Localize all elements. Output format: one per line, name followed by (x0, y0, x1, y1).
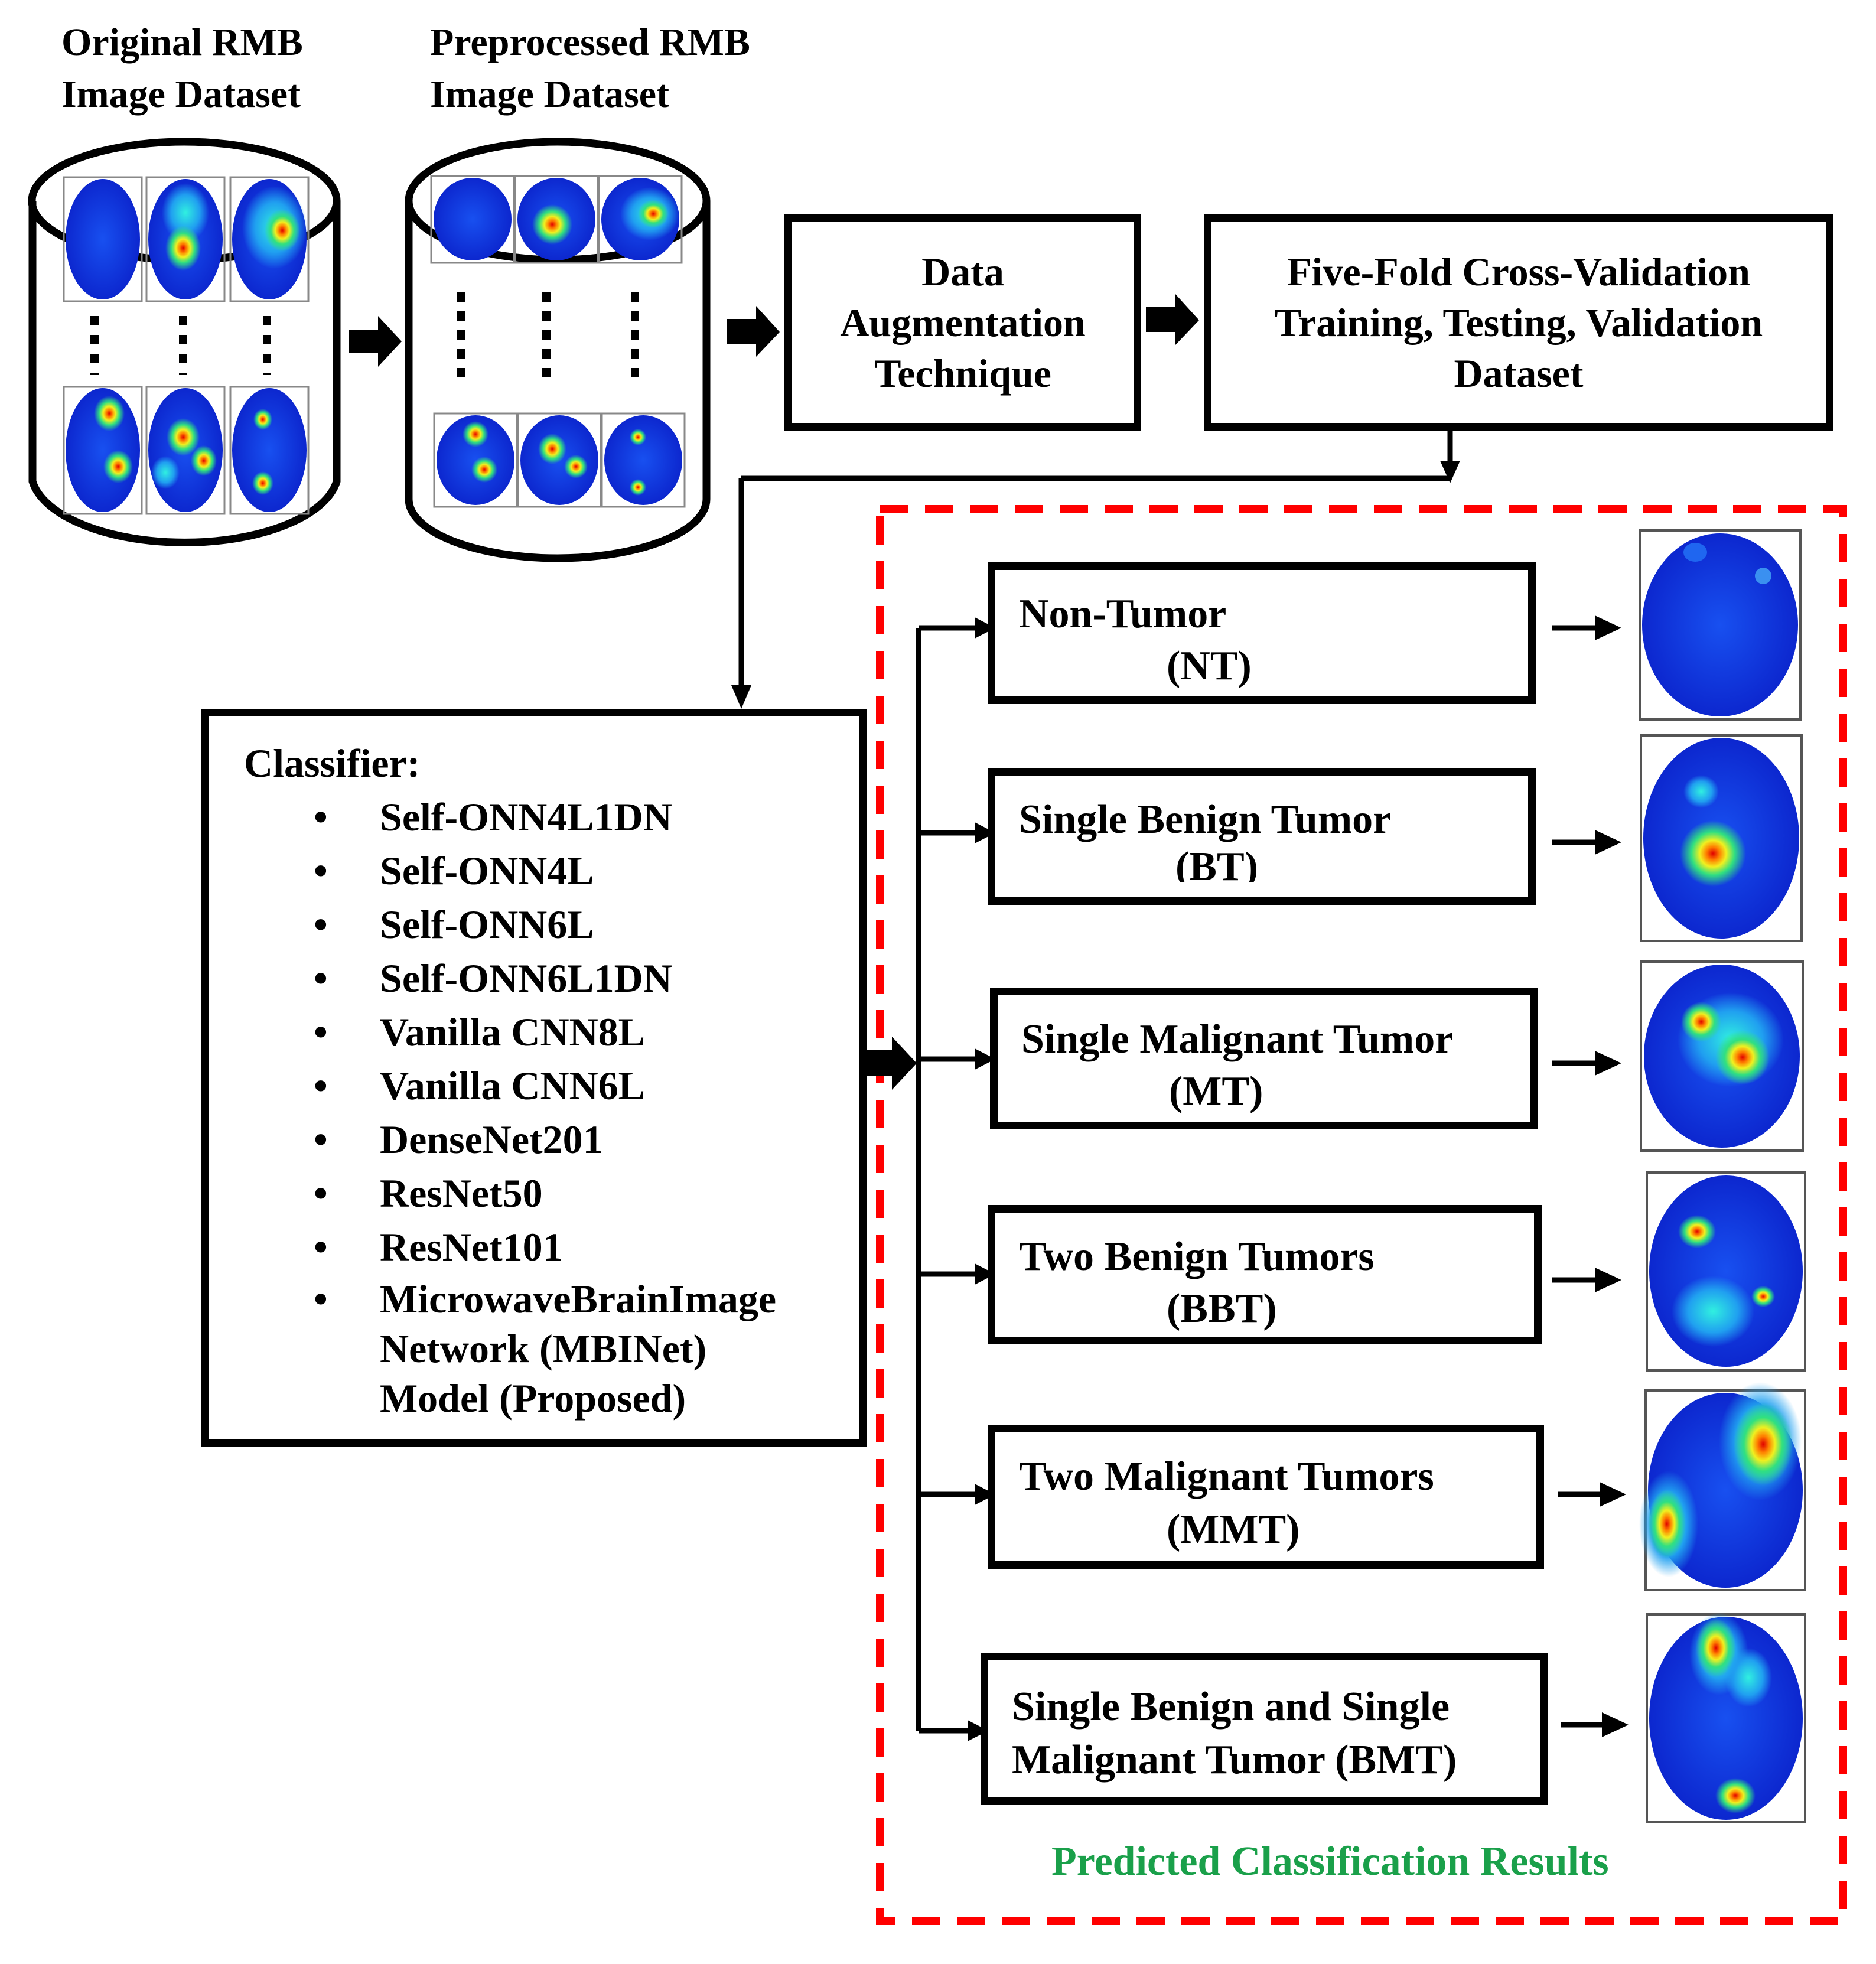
output-arrowheads (1595, 615, 1629, 1737)
class-nt-line1: Non-Tumor (1019, 591, 1227, 637)
result-image-bt (1640, 734, 1803, 942)
class-box-mt: Single Malignant Tumor (MT) (990, 988, 1538, 1129)
preprocessed-dataset-cylinder (405, 138, 711, 562)
original-dataset-title: Original RMB Image Dataset (61, 17, 303, 120)
output-arrows (1552, 625, 1608, 1728)
original-dots (90, 316, 271, 375)
list-item: • Vanilla CNN6L (209, 1059, 776, 1113)
original-dataset-title-line2: Image Dataset (61, 73, 301, 116)
predicted-results-region (876, 505, 1847, 1925)
model-name: MicrowaveBrainImage (380, 1276, 777, 1321)
class-mt-line1: Single Malignant Tumor (1021, 1017, 1454, 1062)
data-augmentation-box: Data Augmentation Technique (784, 214, 1141, 431)
list-item: • ResNet50 (209, 1167, 776, 1220)
model-name: ResNet101 (380, 1224, 563, 1269)
result-image-mmt (1639, 1382, 1806, 1591)
model-name: Self-ONN6L1DN (380, 956, 672, 1001)
bullet-icon: • (314, 1117, 328, 1162)
preprocessed-dataset-title-line1: Preprocessed RMB (430, 21, 750, 64)
classifier-model-list: • Self-ONN4L1DN • Self-ONN4L • Self-ONN6L •… (209, 790, 776, 1423)
class-nt-line2: (NT) (1167, 643, 1252, 689)
data-augmentation-line1: Data (921, 249, 1004, 294)
class-box-bt: Single Benign Tumor (BT) (988, 768, 1536, 905)
bullet-icon: • (314, 794, 328, 839)
list-item: • Self-ONN6L (209, 898, 776, 952)
class-bmt-line1: Single Benign and Single (1012, 1684, 1450, 1730)
classifier-heading: Classifier: (244, 741, 421, 786)
class-bmt-line2: Malignant Tumor (BMT) (1012, 1737, 1457, 1783)
model-name-cont2: Model (Proposed) (380, 1376, 686, 1421)
original-top-images (63, 176, 310, 302)
block-arrow-3 (1146, 294, 1199, 345)
class-box-nt: Non-Tumor (NT) (988, 562, 1536, 704)
list-item: • Self-ONN6L1DN (209, 952, 776, 1005)
bullet-icon: • (314, 1171, 328, 1216)
branch-arrowheads (968, 617, 995, 1741)
cross-validation-line2: Training, Testing, Validation (1274, 299, 1763, 345)
preprocessed-dots (457, 292, 639, 384)
model-name: Self-ONN4L (380, 848, 594, 893)
class-mmt-line2: (MMT) (1167, 1507, 1300, 1552)
class-bt-line2: (BT) (1175, 844, 1258, 882)
branch-trunk (916, 625, 981, 1734)
original-dataset-title-line1: Original RMB (61, 21, 303, 64)
classifier-box: Classifier: • Self-ONN4L1DN • Self-ONN4L •… (201, 709, 867, 1447)
preprocessed-dataset-title: Preprocessed RMB Image Dataset (430, 17, 750, 120)
class-bbt-line2: (BBT) (1167, 1286, 1277, 1331)
bullet-icon: • (314, 1276, 328, 1321)
class-box-bbt: Two Benign Tumors (BBT) (988, 1205, 1542, 1344)
model-name: Vanilla CNN6L (380, 1063, 646, 1108)
data-augmentation-line3: Technique (874, 350, 1051, 396)
model-name: Vanilla CNN8L (380, 1009, 646, 1054)
model-name: Self-ONN4L1DN (380, 794, 672, 839)
model-name: ResNet50 (380, 1171, 543, 1216)
list-item: • MicrowaveBrainImage Network (MBINet) Mo… (209, 1274, 776, 1423)
model-name-cont1: Network (MBINet) (380, 1326, 707, 1371)
data-augmentation-line2: Augmentation (840, 299, 1086, 345)
block-arrow-2 (727, 306, 780, 357)
original-bottom-images (63, 386, 310, 515)
result-image-nt (1639, 529, 1802, 721)
original-dataset-cylinder (28, 138, 341, 546)
bullet-icon: • (314, 1224, 328, 1269)
result-image-mt (1640, 960, 1804, 1152)
class-box-bmt: Single Benign and Single Malignant Tumor… (981, 1653, 1548, 1805)
class-mmt-line1: Two Malignant Tumors (1019, 1454, 1434, 1499)
bullet-icon: • (314, 848, 328, 893)
list-item: • Self-ONN4L (209, 844, 776, 898)
class-bt-line1: Single Benign Tumor (1019, 797, 1392, 842)
bullet-icon: • (314, 902, 328, 947)
preprocessed-dataset-title-line2: Image Dataset (430, 73, 670, 116)
class-box-mmt: Two Malignant Tumors (MMT) (988, 1425, 1544, 1569)
bullet-icon: • (314, 956, 328, 1001)
cross-validation-box: Five-Fold Cross-Validation Training, Tes… (1204, 214, 1833, 431)
bullet-icon: • (314, 1009, 328, 1054)
cross-validation-line1: Five-Fold Cross-Validation (1287, 249, 1750, 294)
model-name: Self-ONN6L (380, 902, 594, 947)
block-arrow-1 (349, 316, 402, 367)
classifier-to-results-arrow (867, 1037, 917, 1090)
list-item: • Vanilla CNN8L (209, 1005, 776, 1059)
connector-arrowhead-down-1 (1440, 461, 1460, 483)
connector-arrowhead-down-2 (731, 685, 751, 709)
preprocessed-top-images (430, 175, 683, 264)
list-item: • Self-ONN4L1DN (209, 790, 776, 844)
result-image-bmt (1646, 1613, 1806, 1823)
class-bbt-line1: Two Benign Tumors (1019, 1234, 1375, 1279)
cross-validation-line3: Dataset (1454, 350, 1584, 396)
class-mt-line2: (MT) (1169, 1069, 1263, 1114)
model-name: DenseNet201 (380, 1117, 603, 1162)
predicted-results-label: Predicted Classification Results (1051, 1839, 1609, 1884)
preprocessed-bottom-images (433, 412, 686, 508)
result-image-bbt (1646, 1171, 1806, 1372)
list-item: • ResNet101 (209, 1220, 776, 1274)
bullet-icon: • (314, 1063, 328, 1108)
list-item: • DenseNet201 (209, 1113, 776, 1167)
